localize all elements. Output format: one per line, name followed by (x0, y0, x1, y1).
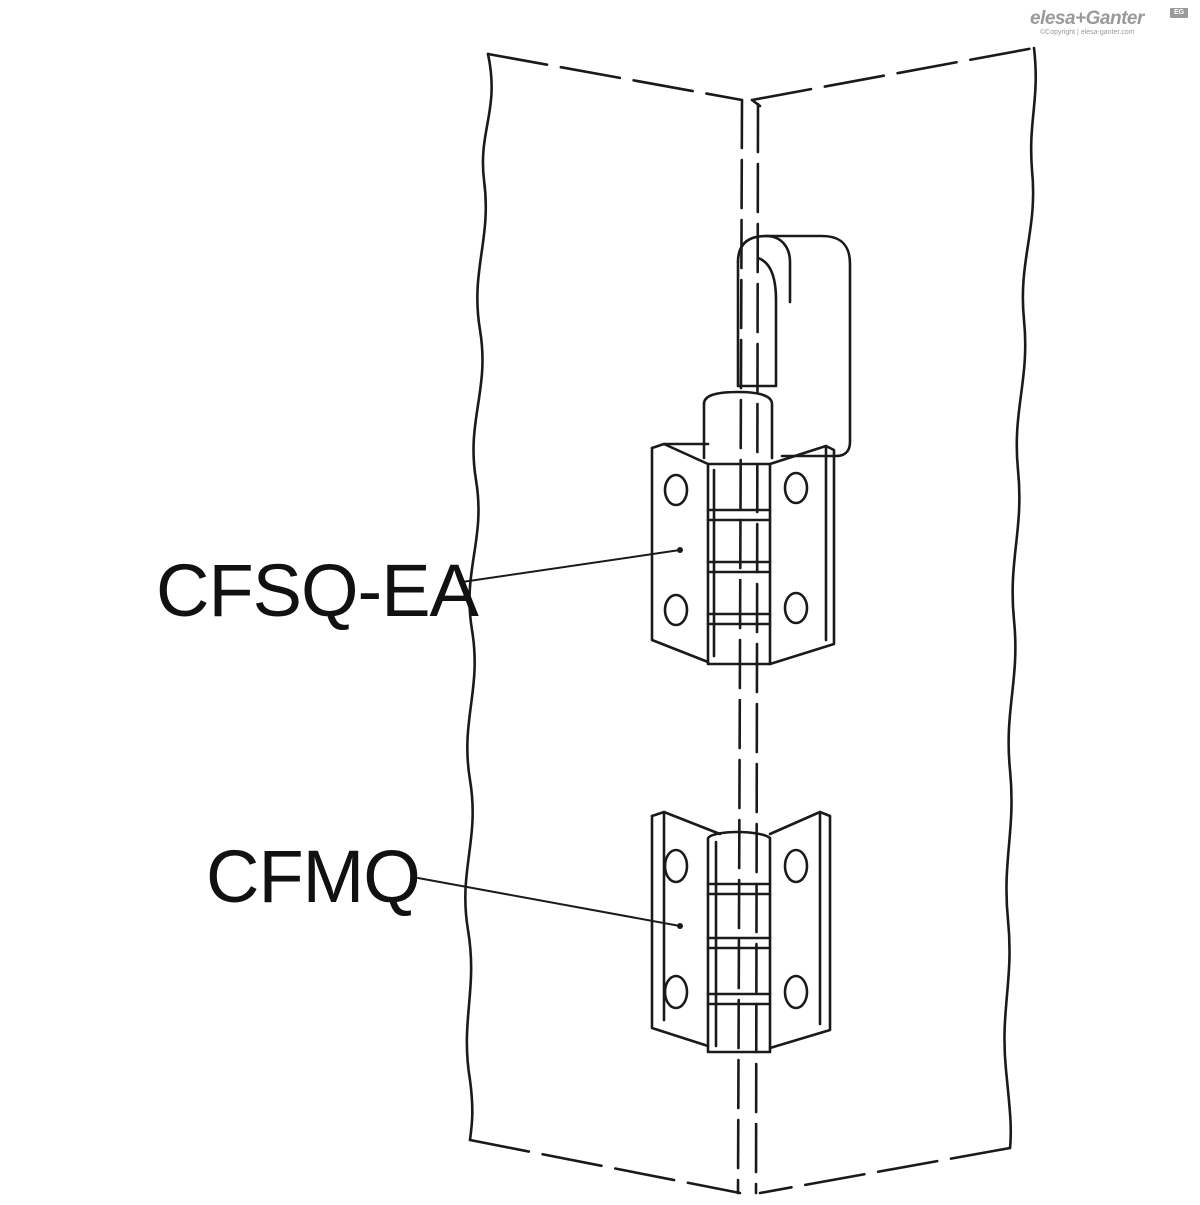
hinge-hole (663, 593, 689, 627)
label-cfsq-ea: CFSQ-EA (156, 549, 479, 632)
hinge-knuckle (706, 830, 772, 1054)
hinge-right-leaf (768, 444, 836, 666)
hinge-left-leaf (650, 814, 710, 1048)
right-panel-break-line (1003, 46, 1037, 1150)
hinge-hole (783, 591, 809, 625)
hinge-hole (783, 471, 809, 505)
brand-badge: EG (1170, 8, 1188, 18)
right-panel-inner-edge (754, 102, 760, 1195)
left-panel-break-line (464, 52, 493, 1142)
hinge-hole (783, 974, 809, 1010)
right-panel-top-edge (750, 46, 1036, 102)
brand-copyright: ©Copyright | elesa-ganter.com (1040, 29, 1135, 36)
hinge-cfmq (650, 810, 832, 1054)
hinge-left-leaf (650, 446, 710, 664)
right-panel-bottom-edge (758, 1146, 1012, 1195)
left-panel-inner-edge (736, 98, 744, 1195)
leader-line-cfmq (417, 877, 681, 927)
hinge-arm-top-face (764, 234, 792, 304)
hinge-arm-inner (736, 256, 778, 388)
leader-dot (677, 923, 683, 929)
hinge-hole (663, 848, 689, 884)
brand-logo: elesa+Ganter EG ©Copyright | elesa-gante… (1030, 8, 1194, 38)
hinge-hole (663, 473, 689, 507)
left-panel (464, 52, 744, 1195)
label-cfmq: CFMQ (206, 835, 421, 918)
hinge-pin-top (702, 390, 774, 460)
corner-join (750, 98, 762, 108)
right-panel (750, 46, 1037, 1195)
hinge-hole (663, 974, 689, 1010)
leader-line-cfsq (461, 549, 681, 583)
left-panel-top-edge (486, 52, 744, 102)
left-panel-bottom-edge (468, 1138, 742, 1195)
hinge-knuckle (706, 462, 772, 666)
hinge-hole (783, 848, 809, 884)
hinge-right-leaf (768, 810, 832, 1050)
hinge-arm (736, 234, 852, 458)
hinge-cfsq-ea (650, 234, 852, 666)
brand-name: elesa+Ganter (1030, 8, 1144, 29)
leader-dot (677, 547, 683, 553)
